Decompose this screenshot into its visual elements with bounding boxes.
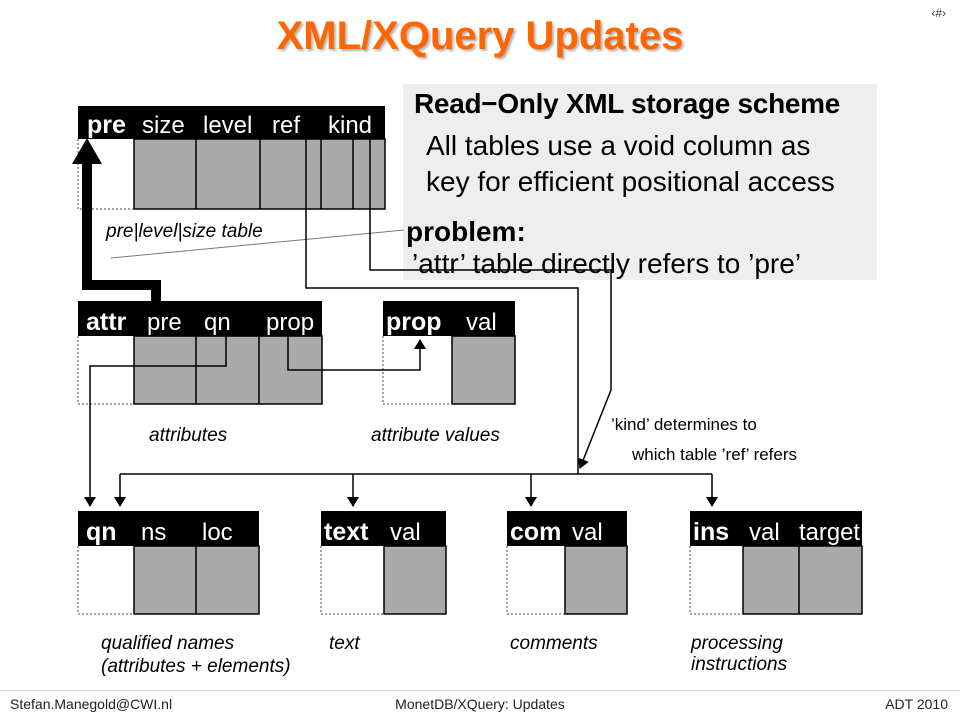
table-pre-header — [78, 106, 385, 139]
footer-course: ADT 2010 — [885, 696, 948, 712]
table-com: com val comments — [506, 511, 628, 654]
kind-connector — [369, 139, 612, 469]
table-pre: pre size level ref kind pre|level|size t… — [77, 106, 386, 242]
attr-qn-connector — [84, 336, 227, 507]
table-ins-caption-1: processing — [690, 633, 783, 654]
table-attr-col-pre: pre — [147, 309, 182, 336]
slide-title: XML/XQuery Updates — [276, 14, 684, 58]
slide-number: ‹#› — [931, 6, 946, 20]
table-ins-col-val: val — [749, 519, 780, 546]
table-ins-col-target: target — [799, 519, 860, 546]
attr-prop-connector — [287, 336, 426, 371]
table-prop-header — [383, 301, 515, 336]
callout-line-1: All tables use a void column as — [426, 130, 811, 161]
kind-note-line-2: which table ’ref’ refers — [631, 445, 797, 464]
table-ins-body — [742, 545, 863, 615]
table-attr: attr pre qn prop attributes — [77, 301, 323, 446]
table-pre-col-size: size — [142, 112, 185, 139]
footer-email: Stefan.Manegold@CWI.nl — [10, 696, 173, 712]
table-text-body — [383, 545, 447, 615]
callout-problem-label: problem: — [406, 216, 526, 247]
ref-connector — [305, 139, 579, 474]
kind-note-line-1: ’kind’ determines to — [611, 415, 757, 434]
table-ins-caption-2: instructions — [691, 654, 788, 675]
table-qn-col-loc: loc — [202, 519, 233, 546]
table-text: text val text — [320, 511, 447, 654]
table-prop-col-val: val — [466, 309, 497, 336]
table-pre-col-level: level — [203, 112, 252, 139]
table-attr-col-qn: qn — [204, 309, 231, 336]
table-text-header — [321, 511, 446, 546]
table-qn-name: qn — [86, 518, 117, 546]
table-pre-col-kind: kind — [328, 112, 372, 139]
table-attr-header — [78, 301, 322, 336]
table-qn-caption-2: (attributes + elements) — [101, 656, 291, 677]
table-attr-caption: attributes — [149, 425, 228, 446]
table-attr-name: attr — [86, 308, 127, 336]
callout-pointer — [110, 229, 405, 259]
callout-line-2: key for efficient positional access — [426, 166, 835, 197]
table-pre-name: pre — [87, 111, 126, 139]
table-qn-col-ns: ns — [141, 519, 166, 546]
table-ins-name: ins — [693, 518, 729, 546]
table-ins: ins val target processing instructions — [689, 511, 863, 675]
table-text-caption: text — [329, 633, 360, 654]
footer-course-title: MonetDB/XQuery: Updates — [395, 696, 565, 712]
attr-pre-arrowhead — [72, 138, 102, 164]
callout-problem-text: ’attr’ table directly refers to ’pre’ — [412, 248, 802, 279]
table-pre-caption: pre|level|size table — [105, 221, 263, 242]
table-com-name: com — [510, 518, 561, 546]
table-prop-caption: attribute values — [371, 425, 500, 446]
attr-pre-arrow — [82, 162, 161, 302]
callout-box — [403, 84, 877, 280]
table-qn: qn ns loc qualified names (attributes + … — [77, 511, 291, 677]
table-text-col-val: val — [390, 519, 421, 546]
table-com-caption: comments — [510, 633, 598, 654]
table-attr-col-prop: prop — [266, 309, 314, 336]
table-com-body — [564, 545, 628, 615]
callout-heading: Read−Only XML storage scheme — [414, 88, 841, 119]
table-qn-header — [78, 511, 259, 546]
table-pre-col-ref: ref — [272, 112, 300, 139]
table-prop-body — [451, 335, 516, 405]
table-com-col-val: val — [572, 519, 603, 546]
table-ins-header — [690, 511, 862, 546]
table-text-name: text — [324, 518, 369, 546]
table-com-header — [507, 511, 627, 546]
table-qn-caption-1: qualified names — [101, 633, 235, 654]
table-prop: prop val attribute values — [371, 301, 516, 446]
footer-divider — [0, 690, 960, 691]
table-prop-name: prop — [386, 308, 442, 336]
